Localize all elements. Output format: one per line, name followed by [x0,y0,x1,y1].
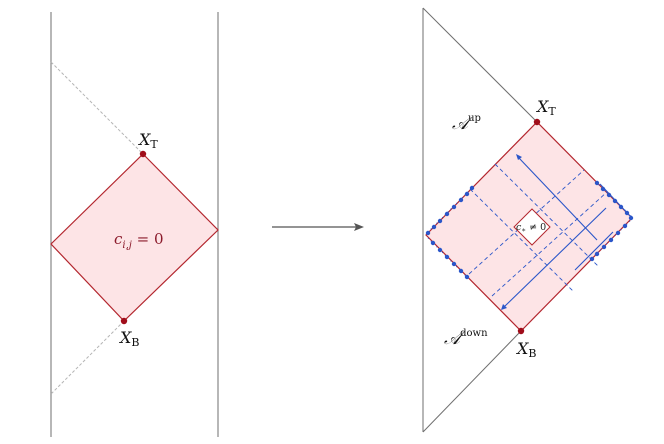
label-x-bottom: XB [118,328,139,349]
boundary-point [451,261,457,267]
grid-line-nw-2 [491,191,608,297]
point-x-bottom-right [517,327,525,335]
boundary-point [458,268,464,274]
flow-arrow-upright [518,157,598,241]
boundary-point [618,204,624,210]
label-x-top: XT [137,130,158,151]
center-cell-label: c∗ ≠ 0 [516,222,546,234]
boundary-point [624,210,630,216]
lower-dashed-lightray [50,320,125,395]
boundary-point [469,185,475,191]
point-x-top [139,150,147,158]
upper-dashed-lightray [50,61,144,155]
left-panel: XT XB ci,j = 0 [50,12,219,437]
boundary-point [594,180,600,186]
flow-arrowhead-upright [516,154,522,160]
boundary-point [601,244,607,250]
boundary-point [594,251,600,257]
boundary-points [425,180,634,280]
boundary-point [464,274,470,280]
flow-arrow-right-inner [574,231,614,271]
boundary-point [615,230,621,236]
outer-lower-edge [422,330,522,433]
boundary-point [437,218,443,224]
center-cell [513,208,551,246]
flow-arrow-downleft [503,207,607,308]
boundary-point [437,247,443,253]
boundary-point [425,230,431,236]
point-x-top-right [533,118,541,126]
flow-arrowhead-downleft [501,304,507,310]
right-panel: c∗ ≠ 0 [422,7,634,433]
boundary-point [628,215,634,221]
boundary-point [431,224,437,230]
transition-arrow [272,223,364,231]
grid-line-ne-1 [469,188,575,293]
boundary-point [451,204,457,210]
point-x-bottom [120,317,128,325]
outer-upper-edge [422,7,538,123]
boundary-point [622,223,628,229]
boundary-point [458,197,464,203]
boundary-point [444,254,450,260]
arrow-head [354,223,364,231]
label-x-bottom-right: XB [515,339,536,360]
grid-line-ne-2 [494,163,599,267]
boundary-point [464,191,470,197]
boundary-point [430,240,436,246]
boundary-point [589,256,595,262]
boundary-point [600,186,606,192]
boundary-point [608,237,614,243]
label-x-top-right: XT [535,97,556,118]
boundary-point [606,192,612,198]
label-region-down: 𝒜down [444,328,488,349]
condition-label: ci,j = 0 [114,230,164,251]
boundary-point [612,198,618,204]
boundary-point [444,211,450,217]
label-region-up: 𝒜up [452,113,481,134]
